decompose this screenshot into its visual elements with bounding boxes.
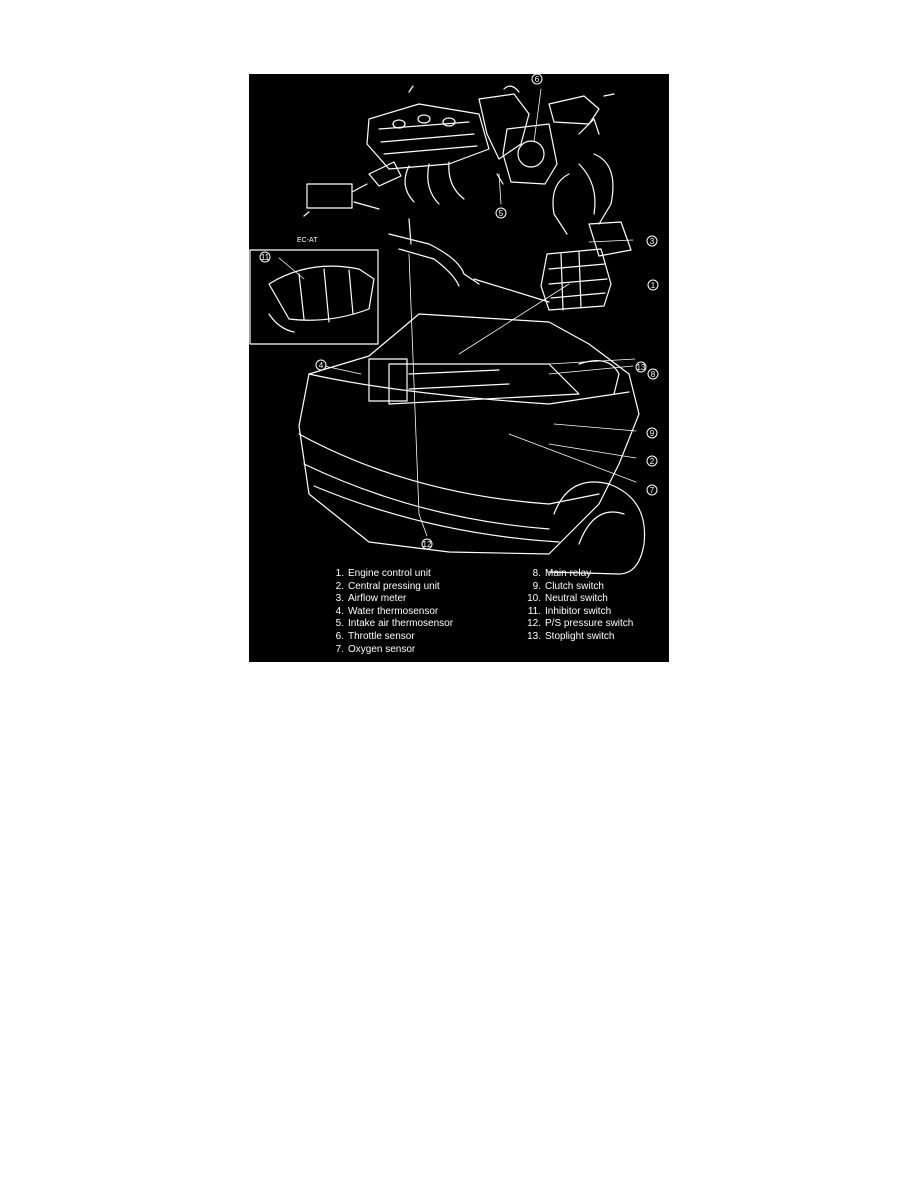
car-body-drawing bbox=[298, 313, 640, 555]
callout-8: 8 bbox=[647, 368, 659, 380]
callout-7: 7 bbox=[646, 484, 658, 496]
small-parts-drawing bbox=[303, 85, 615, 217]
callout-5: 5 bbox=[495, 207, 507, 219]
svg-text:5: 5 bbox=[499, 209, 504, 218]
legend-right-column: 8.Main relay 9.Clutch switch 10.Neutral … bbox=[524, 568, 664, 644]
engine-component-diagram: 1 2 3 4 5 6 7 bbox=[249, 74, 669, 662]
legend-item: 12.P/S pressure switch bbox=[527, 618, 634, 630]
callout-13: 13 bbox=[635, 361, 647, 373]
legend-item: 7.Oxygen sensor bbox=[335, 643, 416, 655]
front-wheel-drawing bbox=[548, 481, 646, 575]
legend-item: 9.Clutch switch bbox=[532, 580, 604, 592]
svg-text:7: 7 bbox=[650, 486, 655, 495]
legend-item: 8.Main relay bbox=[532, 568, 592, 579]
legend-item: 6.Throttle sensor bbox=[335, 630, 415, 642]
throttle-body-drawing bbox=[502, 95, 600, 185]
airflow-duct-drawing bbox=[552, 153, 632, 257]
callout-11: 11 bbox=[259, 251, 271, 263]
air-cleaner-drawing bbox=[540, 248, 612, 311]
callout-9: 9 bbox=[646, 427, 658, 439]
legend-item: 11.Inhibitor switch bbox=[527, 605, 612, 617]
callout-6: 6 bbox=[531, 74, 543, 85]
callout-12: 12 bbox=[421, 538, 433, 550]
svg-text:11: 11 bbox=[261, 253, 270, 262]
legend-item: 4.Water thermosensor bbox=[335, 605, 439, 617]
svg-text:1: 1 bbox=[651, 281, 656, 290]
legend-item: 5.Intake air thermosensor bbox=[335, 618, 454, 630]
ec-at-inset bbox=[249, 249, 379, 345]
svg-text:13: 13 bbox=[637, 363, 646, 372]
diagram-artwork: 1 2 3 4 5 6 7 bbox=[249, 74, 659, 575]
svg-text:12: 12 bbox=[423, 540, 432, 549]
legend-item: 1.Engine control unit bbox=[335, 568, 431, 579]
intake-hose-drawing bbox=[388, 218, 550, 303]
callout-4: 4 bbox=[315, 359, 327, 371]
svg-text:4: 4 bbox=[319, 361, 324, 370]
callout-3: 3 bbox=[646, 235, 658, 247]
callout-markers: 1 2 3 4 5 6 7 bbox=[259, 74, 659, 550]
legend-item: 13.Stoplight switch bbox=[527, 630, 615, 642]
svg-text:9: 9 bbox=[650, 429, 655, 438]
legend-item: 3.Airflow meter bbox=[335, 593, 407, 605]
leader-lines bbox=[278, 88, 637, 537]
legend-item: 10.Neutral switch bbox=[527, 593, 608, 605]
svg-text:6: 6 bbox=[535, 75, 540, 84]
intake-manifold-drawing bbox=[366, 85, 530, 205]
callout-2: 2 bbox=[646, 455, 658, 467]
callout-1: 1 bbox=[647, 279, 659, 291]
svg-text:8: 8 bbox=[651, 370, 656, 379]
legend-left-column: 1.Engine control unit 2.Central pressing… bbox=[327, 568, 497, 656]
inset-title: EC-AT bbox=[297, 237, 318, 244]
svg-text:2: 2 bbox=[650, 457, 655, 466]
legend-item: 2.Central pressing unit bbox=[335, 580, 440, 592]
svg-text:3: 3 bbox=[650, 237, 655, 246]
